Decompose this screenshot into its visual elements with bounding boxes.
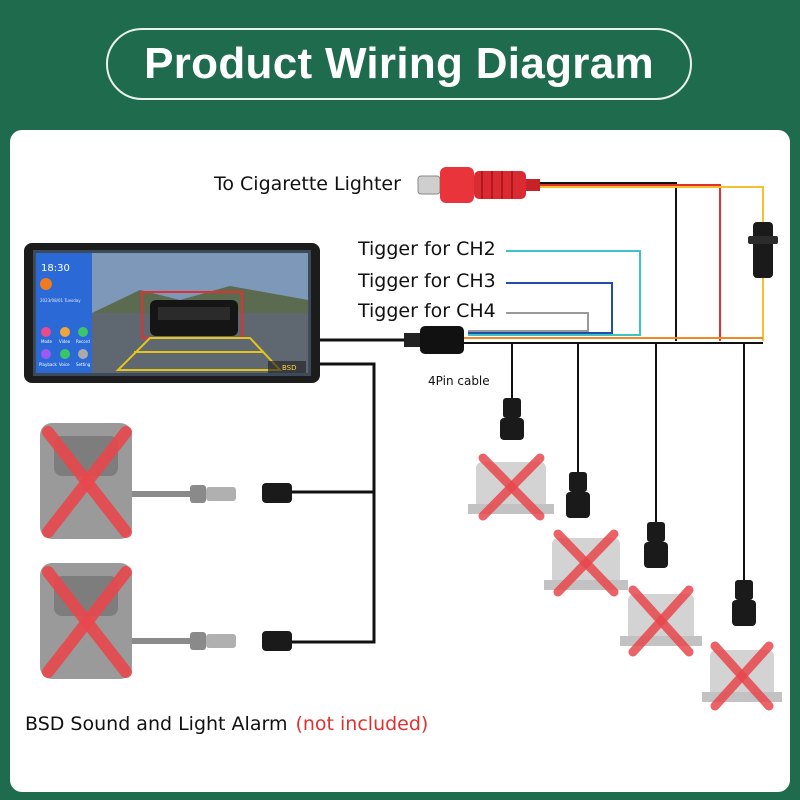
app-label-mode: Mode [41,339,52,344]
camera-3 [620,585,702,657]
bsd-alarm-box-2 [40,563,236,679]
trigger-wires [468,250,641,336]
power-wires [540,182,764,341]
alarm-label: BSD Sound and Light Alarm [25,713,288,735]
page-title: Product Wiring Diagram [144,39,654,88]
camera-connectors [500,398,756,626]
app-label-setting: Setting [76,362,91,367]
label-4pin-cable: 4Pin cable [428,374,490,388]
camera-cables [511,343,745,580]
bsd-alarm-box-1 [40,423,236,539]
fuse-holder [748,222,778,278]
bsd-tag: BSD [282,364,297,372]
label-trigger-ch2: Tigger for CH2 [358,238,496,260]
app-label-record: Record [76,339,90,344]
monitor: 18:30 2023/08/01 Tuesday Mode Video Reco… [24,243,320,383]
app-label-voice: Voice [59,362,70,367]
monitor-cables [290,338,406,644]
app-label-video: Video [59,339,71,344]
camera-1 [468,453,554,521]
title-banner: Product Wiring Diagram [106,28,692,100]
harness-bus [462,337,763,344]
monitor-date: 2023/08/01 Tuesday [40,298,81,303]
4pin-connector [404,326,464,354]
cigarette-lighter-plug [417,167,540,203]
alarm-plugs [262,483,292,651]
label-trigger-ch4: Tigger for CH4 [358,300,496,322]
monitor-clock: 18:30 [41,263,70,274]
diagram-panel [10,130,790,792]
camera-4 [702,641,782,711]
app-label-playback: Playback [39,362,58,367]
alarm-caption: BSD Sound and Light Alarm (not included) [25,713,428,735]
camera-2 [544,529,628,597]
label-trigger-ch3: Tigger for CH3 [358,270,496,292]
label-cigarette-lighter: To Cigarette Lighter [214,173,401,195]
alarm-note: (not included) [295,713,429,735]
